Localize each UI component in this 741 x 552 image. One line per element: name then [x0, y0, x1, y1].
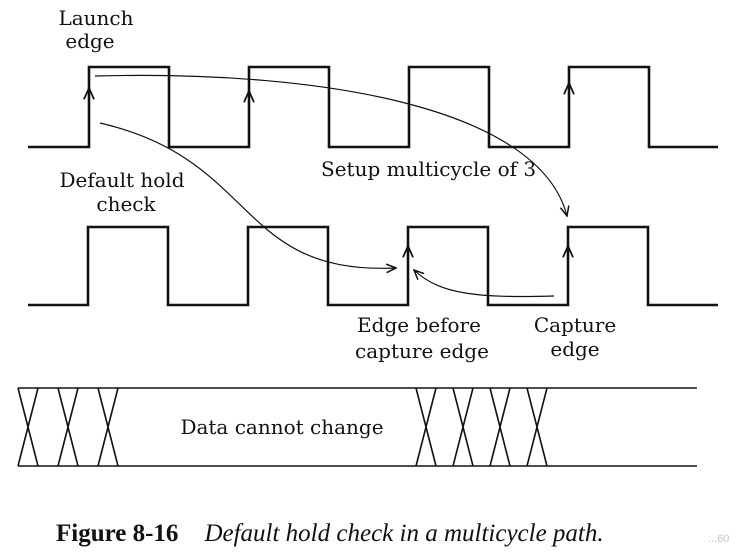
capture-edge-label-line2: edge	[550, 337, 599, 361]
watermark: ...60	[708, 533, 729, 545]
figure-caption-text: Default hold check in a multicycle path.	[203, 520, 603, 547]
setup-multicycle-label: Setup multicycle of 3	[321, 157, 536, 181]
data-transition-x	[97, 387, 119, 467]
data-transition-x	[489, 387, 511, 467]
data-transitions-right	[415, 387, 548, 467]
default-hold-label-line2: check	[96, 192, 156, 216]
launch-edge-label-line1: Launch	[58, 6, 133, 30]
data-transition-x	[415, 387, 437, 467]
figure-caption: Figure 8-16 Default hold check in a mult…	[56, 520, 604, 547]
capture-clock-waveform	[28, 225, 718, 307]
data-transition-x	[57, 387, 79, 467]
capture-edge-label-line1: Capture	[534, 313, 616, 337]
data-cannot-change-label: Data cannot change	[180, 415, 383, 439]
data-transitions-left	[17, 387, 119, 467]
data-transition-x	[452, 387, 474, 467]
capture-to-previous-edge-arrow	[414, 270, 555, 298]
launch-edge-label-line2: edge	[65, 29, 114, 53]
edge-before-capture-label-line2: capture edge	[355, 339, 489, 363]
data-transition-x	[526, 387, 548, 467]
default-hold-check-arrow	[99, 122, 396, 268]
data-transition-x	[17, 387, 39, 467]
launch-clock-waveform	[28, 65, 718, 149]
figure-number: Figure 8-16	[56, 520, 178, 547]
edge-before-capture-label-line1: Edge before	[357, 313, 481, 337]
setup-multicycle-arrow	[94, 74, 567, 216]
default-hold-label-line1: Default hold	[60, 168, 185, 192]
